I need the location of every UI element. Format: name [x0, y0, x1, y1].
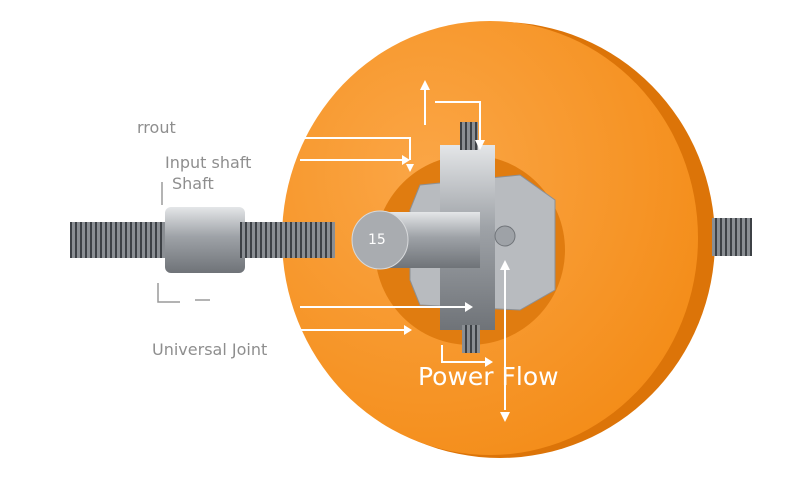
label-input-shaft: Input shaft [165, 153, 252, 172]
shaft-thread [240, 222, 335, 258]
top-bolt [460, 122, 478, 150]
shaft-collar [165, 207, 245, 273]
joint-screw [494, 225, 516, 247]
label-shaft: Shaft [172, 174, 214, 193]
flow-arrows [300, 90, 506, 410]
shaft-end-marking: 15 [368, 232, 386, 248]
right-shaft-stub [712, 218, 752, 256]
bottom-bolt [462, 325, 480, 353]
label-universal-joint: Universal Joint [152, 340, 268, 359]
arrowheads [402, 80, 510, 422]
label-leader-arrows [157, 182, 210, 303]
left-threaded-shaft [70, 222, 180, 258]
label-power-flow: Power Flow [418, 362, 559, 391]
shaft-end-face [351, 210, 409, 270]
label-rrout: rrout [137, 118, 176, 137]
